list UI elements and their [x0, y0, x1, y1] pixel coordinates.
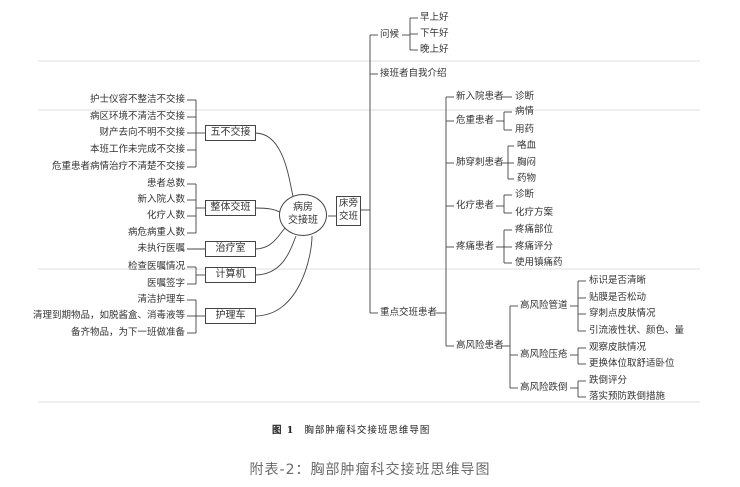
new-admission-diagnosis: 诊断: [515, 91, 535, 102]
new-admission-node: 新入院患者: [456, 91, 504, 102]
pain-node: 疼痛患者: [456, 241, 495, 252]
center-line-2: 交接班: [288, 215, 318, 226]
high-risk-node: 高风险患者: [456, 340, 504, 351]
puncture-drugs: 药物: [517, 173, 537, 184]
self-intro-node: 接班者自我介绍: [380, 68, 447, 79]
overall-box: 整体交班: [205, 200, 256, 216]
figure-caption: 图 1 胸部肿瘤科交接班思维导图: [272, 422, 430, 436]
greeting-morning: 早上好: [420, 12, 449, 23]
puncture-chest-tightness: 胸闷: [517, 157, 537, 168]
cart-item-2: 清理到期物品，如脱酱盒、消毒液等: [32, 310, 185, 321]
pain-score: 疼痛评分: [515, 241, 554, 252]
pain-site: 疼痛部位: [515, 224, 554, 235]
overall-item-2: 新入院人数: [137, 194, 185, 205]
high-risk-pressure-node: 高风险压疮: [520, 349, 568, 360]
chemo-regimen: 化疗方案: [515, 207, 554, 218]
pressure-reposition: 更换体位取舒适卧位: [589, 358, 675, 369]
pain-analgesics: 使用镇痛药: [515, 257, 563, 268]
chemo-node: 化疗患者: [456, 200, 495, 211]
puncture-hemoptysis: 咯血: [517, 140, 537, 151]
cart-item-3: 备齐物品，为下一班做准备: [70, 327, 185, 338]
lung-puncture-node: 肺穿刺患者: [456, 157, 504, 168]
key-patients-node: 重点交班患者: [380, 307, 438, 318]
tube-film-loose: 贴膜是否松动: [589, 292, 647, 303]
five-no-item-4: 本班工作未完成不交接: [89, 144, 185, 155]
cart-item-1: 清洁护理车: [137, 294, 185, 305]
center-line-1: 病房: [293, 202, 313, 213]
five-no-box: 五不交接: [205, 125, 256, 141]
high-risk-fall-node: 高风险跌倒: [520, 382, 568, 393]
greeting-node: 问候: [380, 29, 400, 40]
nursing-cart-box: 护理车: [205, 308, 256, 324]
high-risk-tube-node: 高风险管道: [520, 300, 568, 311]
greeting-evening: 晚上好: [420, 44, 449, 55]
five-no-item-1: 护士仪容不整洁不交接: [89, 94, 185, 105]
figure-title: 胸部肿瘤科交接班思维导图: [304, 425, 431, 436]
five-no-item-2: 病区环境不清洁不交接: [89, 111, 185, 122]
tube-label-clear: 标识是否清晰: [589, 275, 647, 286]
critical-node: 危重患者: [456, 115, 495, 126]
bedside-line-1: 床旁: [338, 198, 358, 209]
treatment-item-1: 未执行医嘱: [137, 243, 185, 254]
overall-item-1: 患者总数: [146, 178, 185, 189]
ward-handover-circle: 病房 交接班: [279, 194, 327, 236]
bedside-line-2: 交班: [338, 211, 358, 222]
pressure-observe-skin: 观察皮肤情况: [589, 342, 647, 353]
computer-item-1: 检查医嘱情况: [127, 261, 185, 272]
treatment-room-box: 治疗室: [205, 241, 256, 257]
tube-puncture-skin: 穿刺点皮肤情况: [589, 308, 656, 319]
chemo-diagnosis: 诊断: [515, 189, 535, 200]
mind-map-edges: [187, 17, 586, 398]
overall-item-4: 病危病重人数: [127, 227, 185, 238]
critical-medication: 用药: [515, 124, 535, 135]
five-no-item-5: 危重患者病情治疗不清楚不交接: [51, 161, 185, 172]
bedside-handover-box: 床旁 交班: [336, 196, 361, 226]
tube-drainage: 引流液性状、颜色、量: [589, 325, 685, 336]
computer-box: 计算机: [205, 267, 256, 283]
overall-item-3: 化疗人数: [146, 210, 185, 221]
fall-prevention: 落实预防跌倒措施: [589, 391, 666, 402]
grid-lines: [38, 60, 700, 403]
greeting-afternoon: 下午好: [420, 28, 449, 39]
appendix-caption: 附表-2：胸部肿瘤科交接班思维导图: [249, 462, 491, 478]
five-no-item-3: 财产去向不明不交接: [99, 127, 185, 138]
computer-item-2: 医嘱签字: [146, 278, 185, 289]
figure-number: 图 1: [272, 425, 295, 436]
fall-score: 跌倒评分: [589, 375, 628, 386]
critical-condition: 病情: [515, 106, 535, 117]
